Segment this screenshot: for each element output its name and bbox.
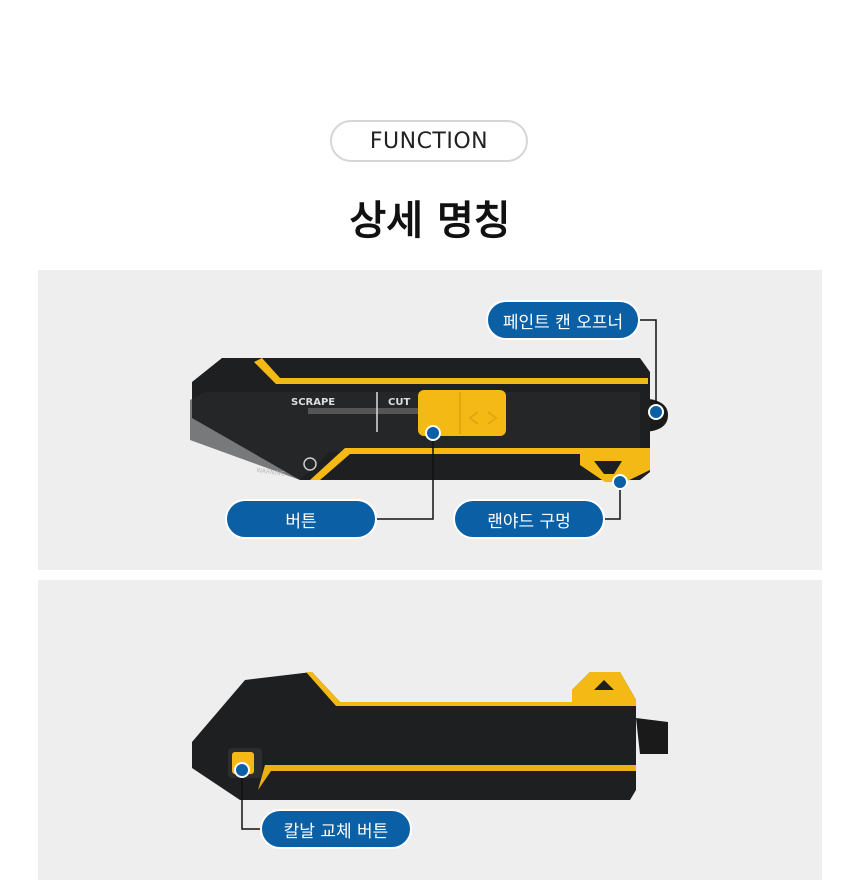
label-paint-can-opener: 페인트 캔 오프너 [486,300,640,340]
callout-dots [234,404,664,778]
utility-knife-side [192,672,668,800]
label-blade-change-button: 칼날 교체 버튼 [260,809,412,849]
utility-knife-top [190,358,668,482]
label-lanyard-hole: 랜야드 구멍 [453,499,605,539]
label-button: 버튼 [225,499,377,539]
cut-text: CUT [388,397,410,408]
callout-lines [241,319,657,830]
function-badge: FUNCTION [330,120,528,162]
scrape-text: SCRAPE [291,397,335,408]
warning-text: WARNING [256,467,286,478]
page-title: 상세 명칭 [349,198,511,244]
